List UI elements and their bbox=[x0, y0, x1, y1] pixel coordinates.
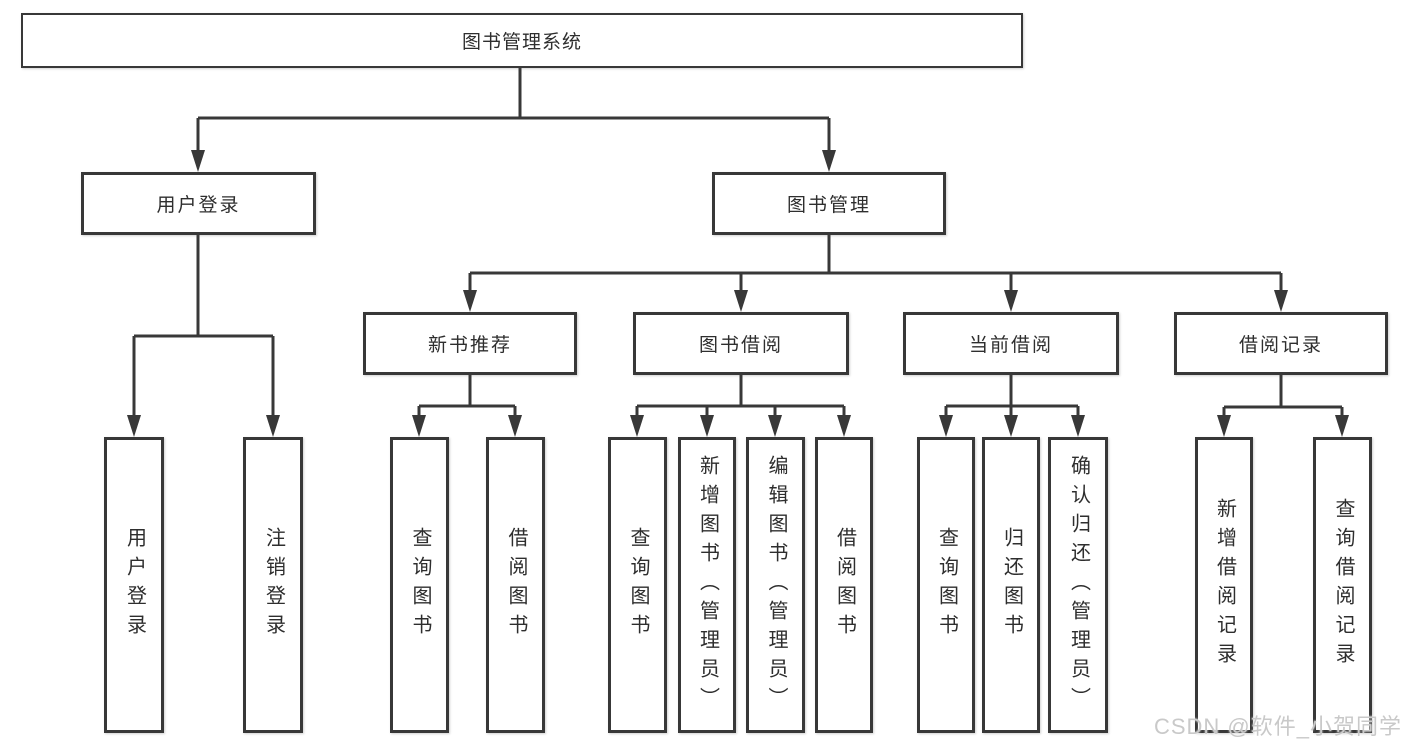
arrowhead-icon bbox=[1004, 415, 1018, 437]
arrowhead-icon bbox=[734, 290, 748, 312]
arrowhead-icon bbox=[630, 415, 644, 437]
leaf-query-books-borrow: 查询图书 bbox=[608, 437, 667, 733]
leaf-query-books-current: 查询图书 bbox=[917, 437, 975, 733]
node-root-library-system: 图书管理系统 bbox=[21, 13, 1023, 68]
arrowhead-icon bbox=[1217, 415, 1231, 437]
leaf-query-books-recommend: 查询图书 bbox=[390, 437, 449, 733]
arrowhead-icon bbox=[1004, 290, 1018, 312]
arrowhead-icon bbox=[412, 415, 426, 437]
arrowhead-icon bbox=[266, 415, 280, 437]
leaf-return-books: 归还图书 bbox=[982, 437, 1040, 733]
node-book-borrowing: 图书借阅 bbox=[633, 312, 849, 375]
arrowhead-icon bbox=[939, 415, 953, 437]
node-user-login: 用户登录 bbox=[81, 172, 316, 235]
arrowhead-icon bbox=[1274, 290, 1288, 312]
node-current-borrowing: 当前借阅 bbox=[903, 312, 1119, 375]
leaf-add-borrow-record: 新增借阅记录 bbox=[1195, 437, 1253, 733]
arrowhead-icon bbox=[191, 150, 205, 172]
arrowhead-icon bbox=[508, 415, 522, 437]
leaf-edit-books-admin: 编辑图书（管理员） bbox=[746, 437, 805, 733]
csdn-watermark: CSDN @软件_小贺同学 bbox=[1153, 714, 1402, 739]
arrowhead-icon bbox=[768, 415, 782, 437]
arrowhead-icon bbox=[1071, 415, 1085, 437]
arrowhead-icon bbox=[127, 415, 141, 437]
leaf-add-books-admin: 新增图书（管理员） bbox=[678, 437, 736, 733]
leaf-borrow-books-recommend: 借阅图书 bbox=[486, 437, 545, 733]
node-borrowing-records: 借阅记录 bbox=[1174, 312, 1388, 375]
arrowhead-icon bbox=[822, 150, 836, 172]
arrowhead-icon bbox=[700, 415, 714, 437]
connector-stems bbox=[132, 68, 1344, 417]
leaf-query-borrow-record: 查询借阅记录 bbox=[1313, 437, 1372, 733]
node-new-book-recommendation: 新书推荐 bbox=[363, 312, 577, 375]
arrowhead-icon bbox=[837, 415, 851, 437]
leaf-borrow-books: 借阅图书 bbox=[815, 437, 873, 733]
arrowhead-icon bbox=[1335, 415, 1349, 437]
leaf-user-login: 用户登录 bbox=[104, 437, 164, 733]
leaf-confirm-return-admin: 确认归还（管理员） bbox=[1048, 437, 1108, 733]
node-book-management: 图书管理 bbox=[712, 172, 946, 235]
arrowhead-icon bbox=[463, 290, 477, 312]
leaf-logout: 注销登录 bbox=[243, 437, 303, 733]
